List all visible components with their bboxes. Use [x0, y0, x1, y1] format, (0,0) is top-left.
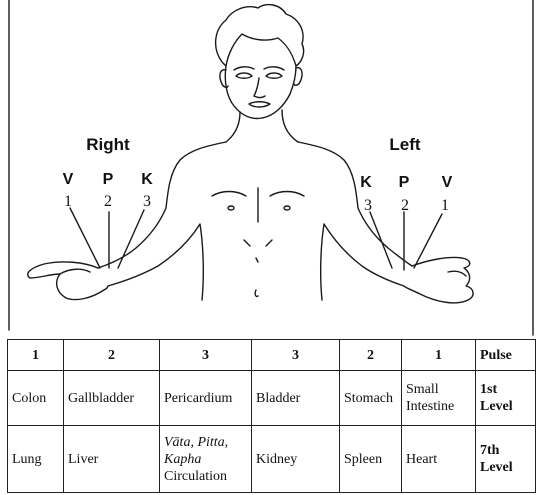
left-letter-p: P	[399, 174, 410, 191]
table-cell: Stomach	[340, 371, 402, 426]
neck-right	[282, 110, 298, 142]
header-cell: 3	[252, 340, 340, 371]
table-cell: Bladder	[252, 371, 340, 426]
left-number-1: 1	[441, 197, 449, 214]
mouth	[249, 102, 270, 107]
table-header-row: 1 2 3 3 2 1 Pulse	[8, 340, 536, 371]
pointer-left-k	[370, 212, 392, 268]
table-row: Colon Gallbladder Pericardium Bladder St…	[8, 371, 536, 426]
left-number-2: 2	[401, 197, 409, 214]
left-eye	[236, 73, 252, 78]
header-cell: 1	[402, 340, 476, 371]
table-cell: Lung	[8, 426, 64, 493]
right-number-2: 2	[104, 193, 112, 210]
right-hand	[28, 262, 108, 300]
left-number-3: 3	[364, 197, 372, 214]
chest-line-left	[212, 192, 246, 197]
table-cell: Spleen	[340, 426, 402, 493]
torso-outline-left-side	[298, 142, 412, 266]
left-hand	[404, 257, 473, 302]
pointer-left-v	[414, 214, 442, 268]
right-arm-underside	[108, 224, 203, 300]
right-letter-p: P	[103, 171, 114, 188]
table-cell: Heart	[402, 426, 476, 493]
pointer-right-k	[118, 210, 144, 268]
body-pulse-illustration: Right Left V P K 1 2 3 K P V 3 2 1	[0, 0, 541, 340]
table-cell: Kidney	[252, 426, 340, 493]
right-brow	[264, 67, 284, 70]
right-letter-v: V	[63, 171, 74, 188]
left-hand-thumb	[448, 271, 466, 276]
vpk-italic-text: Vāta, Pitta, Kapha	[164, 434, 247, 468]
header-cell: 3	[160, 340, 252, 371]
header-cell: 2	[64, 340, 160, 371]
table-cell: Gallbladder	[64, 371, 160, 426]
pulse-organ-table: 1 2 3 3 2 1 Pulse Colon Gallbladder Peri…	[7, 339, 536, 493]
abdomen-marks	[244, 240, 272, 262]
hair	[216, 5, 304, 66]
table-cell: Liver	[64, 426, 160, 493]
table-cell: Pericardium	[160, 371, 252, 426]
left-arm-underside	[321, 224, 404, 300]
right-number-3: 3	[143, 193, 151, 210]
header-pulse-cell: Pulse	[476, 340, 536, 371]
table-cell-circulation: Vāta, Pitta, Kapha Circulation	[160, 426, 252, 493]
navel	[255, 290, 258, 297]
label-right-side: Right	[86, 135, 130, 154]
label-left-side: Left	[389, 135, 421, 154]
torso-outline-right-side	[98, 142, 226, 268]
right-letter-k: K	[141, 171, 153, 188]
face	[225, 66, 296, 119]
right-hand-thumb	[60, 269, 90, 274]
circulation-text: Circulation	[164, 468, 247, 485]
table-row: Lung Liver Vāta, Pitta, Kapha Circulatio…	[8, 426, 536, 493]
left-letter-k: K	[360, 174, 372, 191]
header-cell: 1	[8, 340, 64, 371]
left-nipple	[284, 206, 290, 210]
left-brow	[234, 67, 254, 70]
right-number-1: 1	[64, 193, 72, 210]
level-cell: 1st Level	[476, 371, 536, 426]
chest-line-right	[270, 192, 304, 197]
pointer-right-v	[70, 208, 100, 268]
header-cell: 2	[340, 340, 402, 371]
right-eye	[266, 73, 282, 78]
table-cell: Colon	[8, 371, 64, 426]
left-letter-v: V	[442, 174, 453, 191]
neck-left	[226, 112, 240, 142]
right-nipple	[228, 206, 234, 210]
table-cell: Small Intestine	[402, 371, 476, 426]
left-ear	[220, 70, 228, 88]
level-cell: 7th Level	[476, 426, 536, 493]
nose	[254, 78, 265, 98]
